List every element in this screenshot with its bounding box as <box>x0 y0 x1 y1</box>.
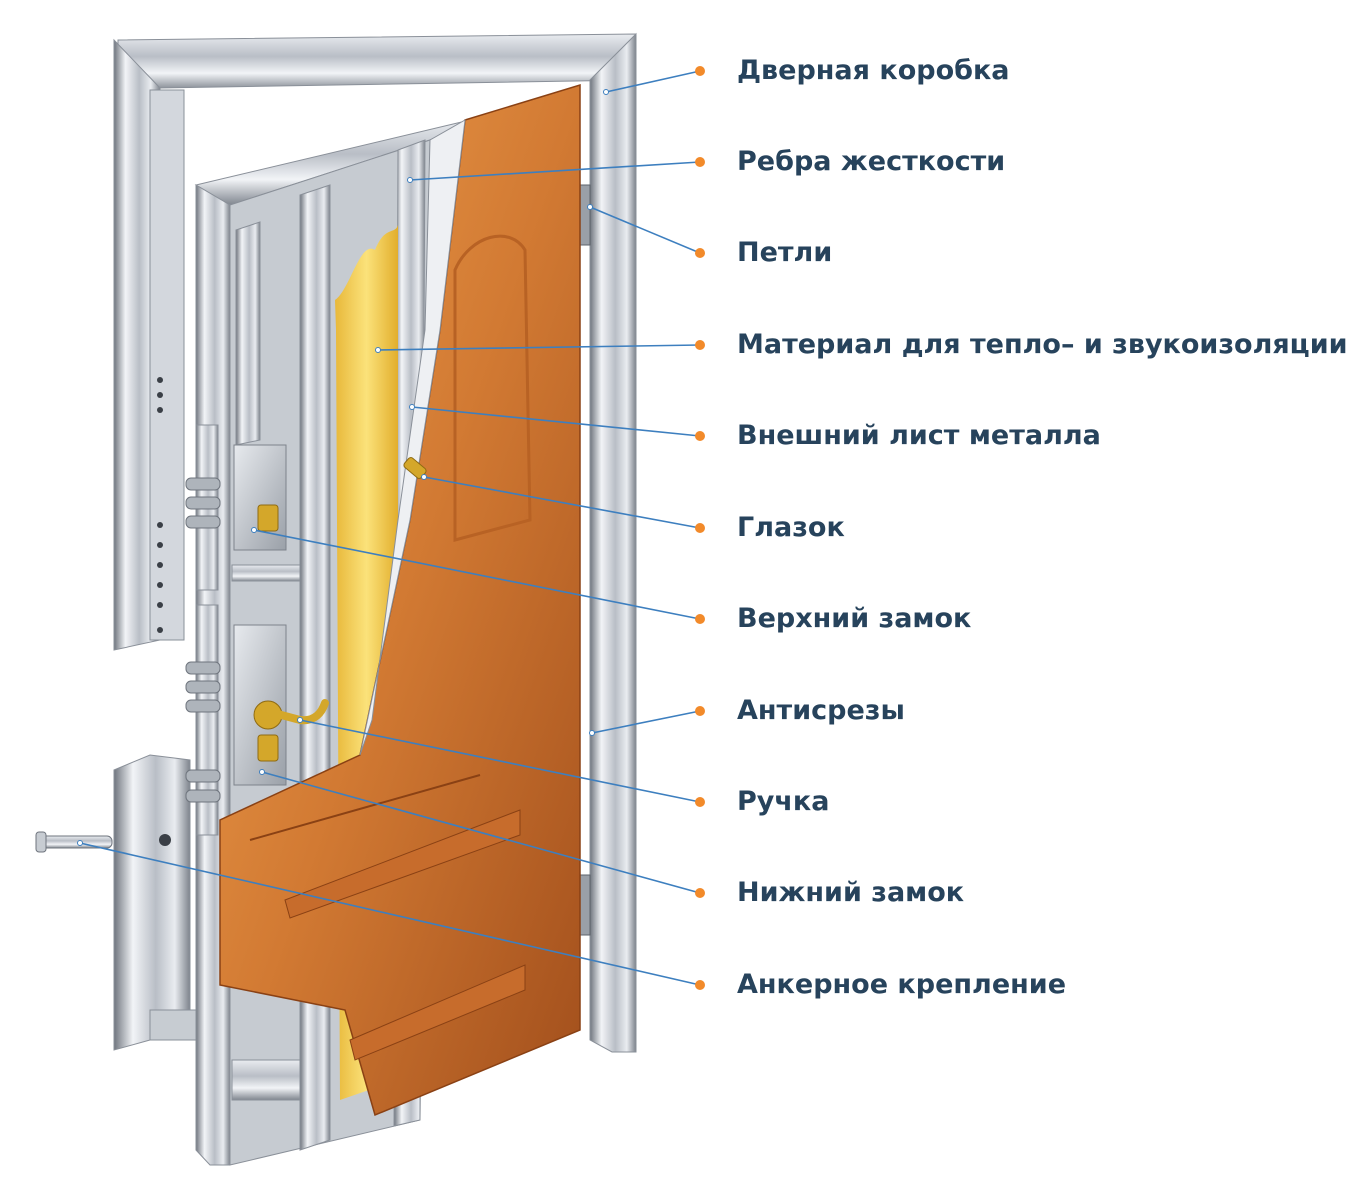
anchor-point-outer_sheet <box>410 405 415 410</box>
anchor-point-ribs <box>408 178 413 183</box>
anchor-point-insulation <box>376 348 381 353</box>
callout-dot-anchor <box>695 980 705 990</box>
label-handle: Ручка <box>737 786 829 818</box>
callout-dot-ribs <box>695 157 705 167</box>
callout-dot-handle <box>695 797 705 807</box>
callout-dot-outer_sheet <box>695 431 705 441</box>
callout-dot-peephole <box>695 523 705 533</box>
anchor-point-upper_lock <box>252 528 257 533</box>
callout-dot-lower_lock <box>695 888 705 898</box>
anchor-point-handle <box>298 718 303 723</box>
label-hinges: Петли <box>737 237 832 269</box>
anchor-point-anchor <box>78 841 83 846</box>
label-anchor: Анкерное крепление <box>737 969 1066 1001</box>
callout-dot-hinges <box>695 248 705 258</box>
callout-dot-insulation <box>695 340 705 350</box>
label-outer-sheet: Внешний лист металла <box>737 420 1101 452</box>
anchor-pin <box>36 832 112 852</box>
label-anti-cut: Антисрезы <box>737 695 905 727</box>
callout-dot-anti_cut <box>695 706 705 716</box>
label-lower-lock: Нижний замок <box>737 877 964 909</box>
label-upper-lock: Верхний замок <box>737 603 971 635</box>
label-peephole: Глазок <box>737 512 845 544</box>
label-insulation: Материал для тепло– и звукоизоляции <box>737 329 1348 361</box>
label-stiffening-ribs: Ребра жесткости <box>737 146 1005 178</box>
anchor-point-anti_cut <box>590 731 595 736</box>
anchor-point-lower_lock <box>260 770 265 775</box>
label-door-frame: Дверная коробка <box>737 55 1010 87</box>
anchor-point-frame <box>604 90 609 95</box>
callout-dot-frame <box>695 66 705 76</box>
callout-dot-upper_lock <box>695 614 705 624</box>
anchor-point-hinges <box>588 205 593 210</box>
anchor-point-peephole <box>422 475 427 480</box>
